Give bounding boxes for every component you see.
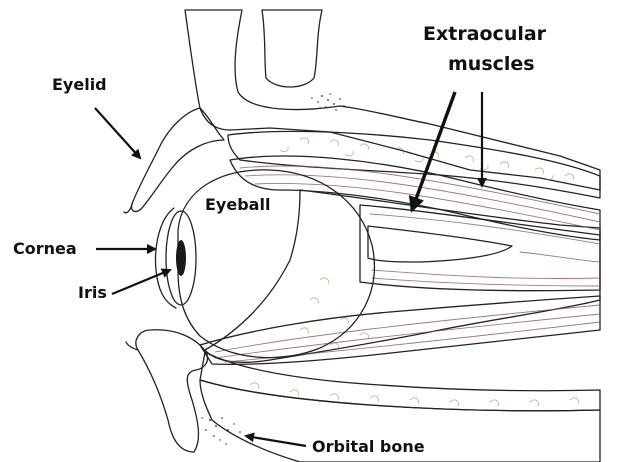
orbital-bone-arrow — [246, 436, 306, 446]
cornea-label: Cornea — [13, 239, 77, 258]
lower-eyelid — [126, 330, 208, 452]
eyeball-label: Eyeball — [205, 195, 270, 214]
extraocular-label-line1: Extraocular — [423, 23, 547, 45]
upper-orbital-fat — [228, 131, 600, 198]
iris — [166, 211, 196, 305]
eyelid-label: Eyelid — [52, 75, 107, 94]
iris-label: Iris — [78, 283, 107, 302]
lower-bone-stipple — [201, 417, 241, 444]
eyelid-arrow — [95, 108, 140, 158]
pupil — [176, 240, 186, 276]
extraocular-label-line2: muscles — [448, 53, 535, 75]
orbital-bone-label: Orbital bone — [312, 437, 425, 456]
